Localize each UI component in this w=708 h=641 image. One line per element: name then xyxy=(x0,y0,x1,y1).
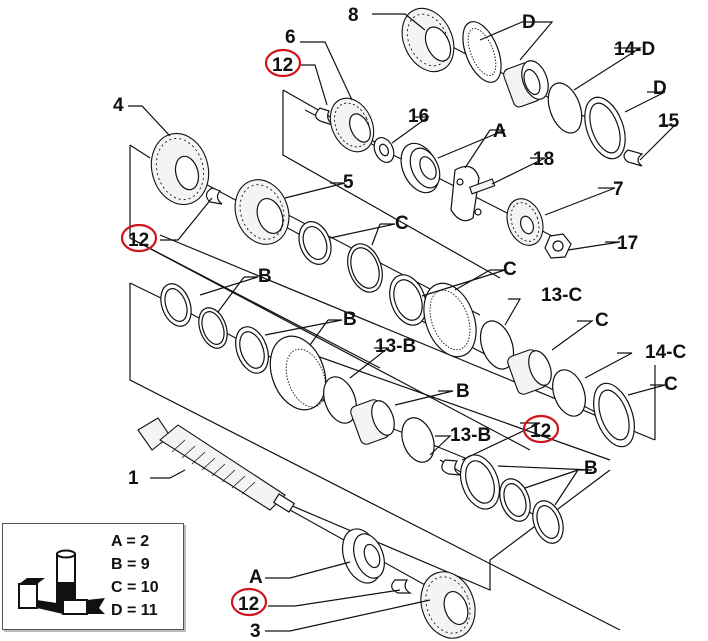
nut-17 xyxy=(544,233,572,259)
label-12-a: 12 xyxy=(272,55,293,76)
gear-7 xyxy=(506,198,544,246)
label-13-b-2: 13-B xyxy=(450,425,491,446)
label-12-b: 12 xyxy=(128,230,149,251)
label-c-4: C xyxy=(664,374,678,395)
ring-d-right xyxy=(584,96,626,160)
tools-kit-icon xyxy=(18,549,105,615)
label-3: 3 xyxy=(250,621,261,641)
label-13-c: 13-C xyxy=(541,285,582,306)
spring-13b-lower xyxy=(401,417,435,463)
sleeve-c xyxy=(423,282,477,358)
bearing-a-top xyxy=(400,142,441,194)
label-14-c: 14-C xyxy=(645,342,686,363)
label-16: 16 xyxy=(408,106,429,127)
clip-12-bottom xyxy=(391,579,413,594)
highlight-12-d xyxy=(230,587,268,617)
spring-14c xyxy=(552,369,586,417)
hub-b xyxy=(350,399,395,445)
rings-c-upper xyxy=(298,221,427,326)
gear-5 xyxy=(234,179,290,245)
label-b-4: B xyxy=(584,458,598,479)
clip-15 xyxy=(623,149,644,167)
ring-c-right xyxy=(593,382,635,448)
legend-item-c: C = 10 xyxy=(111,579,159,596)
label-1: 1 xyxy=(128,468,139,489)
label-14-d: 14-D xyxy=(614,39,655,60)
gear-6 xyxy=(329,97,375,153)
label-c-3: C xyxy=(595,310,609,331)
bearing-a-bottom xyxy=(341,528,385,584)
callout-labels: 8 D 14-D D 15 6 12 16 A 18 7 17 4 12 5 C… xyxy=(113,5,686,641)
label-a-top: A xyxy=(493,121,507,142)
label-d-2: D xyxy=(653,78,667,99)
label-12-d: 12 xyxy=(238,594,259,615)
label-d-1: D xyxy=(522,12,536,33)
label-c-1: C xyxy=(395,213,409,234)
clip-12-mid xyxy=(441,459,462,476)
label-5: 5 xyxy=(343,172,354,193)
label-b-1: B xyxy=(258,266,272,287)
label-b-2: B xyxy=(343,309,357,330)
spring-13b-upper xyxy=(323,376,357,424)
label-8: 8 xyxy=(348,5,359,26)
gear-3 xyxy=(420,571,476,639)
label-7: 7 xyxy=(613,179,624,200)
legend-box: A = 2 B = 9 C = 10 D = 11 xyxy=(2,523,184,630)
label-13-b-1: 13-B xyxy=(375,336,416,357)
highlight-circles xyxy=(120,48,560,617)
hub-c xyxy=(507,349,552,395)
label-4: 4 xyxy=(113,95,124,116)
label-c-2: C xyxy=(503,259,517,280)
label-17: 17 xyxy=(617,233,638,254)
gear-8 xyxy=(401,7,455,73)
label-b-3: B xyxy=(456,381,470,402)
spring-14d xyxy=(547,82,583,134)
legend-item-a: A = 2 xyxy=(111,533,150,550)
label-6: 6 xyxy=(285,27,296,48)
rings-b-left xyxy=(160,283,269,374)
label-a-bottom: A xyxy=(249,567,263,588)
bracket-18 xyxy=(450,165,496,222)
assembly-frames xyxy=(129,89,656,631)
rings-b-right xyxy=(459,454,564,544)
label-18: 18 xyxy=(533,149,554,170)
highlight-12-a xyxy=(264,48,302,78)
label-12-c: 12 xyxy=(530,421,551,442)
highlight-12-b xyxy=(120,223,158,253)
sleeve-d xyxy=(462,21,502,83)
washer-16 xyxy=(373,137,395,163)
legend-item-b: B = 9 xyxy=(111,556,150,573)
legend-item-d: D = 11 xyxy=(111,602,158,619)
hub-d xyxy=(503,60,549,108)
spring-13c xyxy=(479,320,515,370)
input-shaft-1 xyxy=(137,417,296,513)
highlight-12-c xyxy=(522,414,560,444)
legend-list: A = 2 B = 9 C = 10 D = 11 xyxy=(111,530,159,622)
gear-4 xyxy=(150,132,210,206)
label-15: 15 xyxy=(658,111,680,132)
sleeve-b xyxy=(269,335,327,411)
